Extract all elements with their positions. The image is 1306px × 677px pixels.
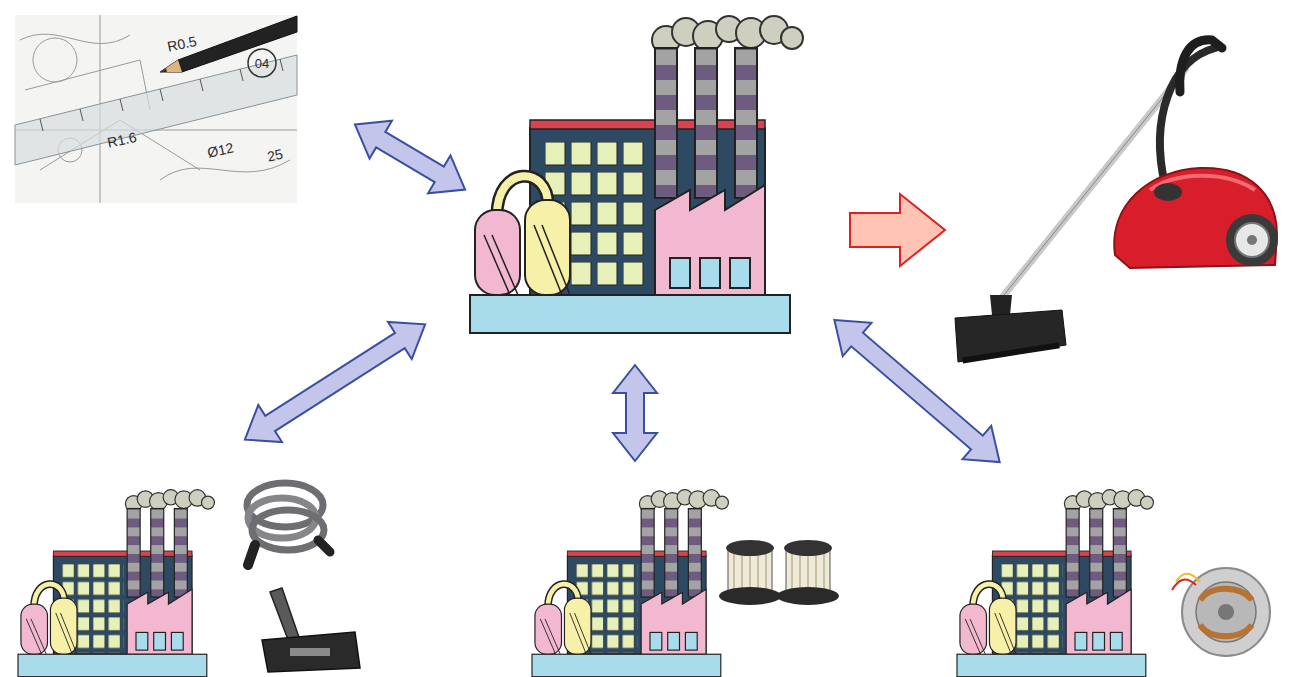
filter-part bbox=[733, 552, 735, 592]
double-arrow bbox=[613, 365, 657, 461]
motor-part bbox=[1196, 582, 1256, 642]
drawing-annotation: 25 bbox=[266, 147, 284, 164]
filter-part bbox=[777, 587, 839, 605]
vacuum-cleaner bbox=[1160, 48, 1215, 185]
filter-part bbox=[741, 552, 743, 592]
motor-part bbox=[1200, 589, 1252, 600]
blueprint-photo bbox=[240, 69, 243, 81]
motor-part bbox=[1182, 568, 1270, 656]
double-arrow bbox=[233, 306, 437, 458]
filter-part bbox=[734, 552, 766, 592]
blueprint-photo bbox=[200, 79, 203, 91]
blueprint-photo bbox=[120, 99, 123, 111]
filter-part bbox=[823, 552, 825, 592]
filter-part bbox=[765, 552, 767, 592]
vacuum-cleaner bbox=[1154, 183, 1182, 201]
hose-part bbox=[247, 483, 330, 565]
double-arrow bbox=[344, 105, 477, 208]
blueprint-photo bbox=[160, 89, 163, 101]
main-factory bbox=[470, 16, 803, 333]
vacuum-cleaner bbox=[955, 40, 1278, 364]
drawing-annotation: Ø12 bbox=[206, 140, 235, 159]
filter-part bbox=[719, 540, 839, 605]
floor-brush-part bbox=[262, 588, 360, 672]
blueprint-photo bbox=[160, 60, 182, 72]
blueprint-photo bbox=[33, 38, 77, 82]
filter-part bbox=[726, 540, 774, 556]
vacuum-cleaner bbox=[1114, 168, 1277, 268]
motor-part bbox=[1176, 574, 1200, 582]
vacuum-cleaner bbox=[990, 295, 1012, 315]
filter-part bbox=[799, 552, 801, 592]
filter-part bbox=[784, 540, 832, 556]
double-arrow bbox=[233, 105, 1014, 478]
blueprint-photo bbox=[80, 109, 83, 121]
motor-part bbox=[1218, 604, 1234, 620]
supplier-factory bbox=[957, 490, 1153, 677]
blueprint-photo bbox=[15, 15, 297, 203]
hose-part bbox=[318, 540, 330, 552]
blueprint-photo bbox=[160, 68, 167, 72]
filter-part bbox=[792, 552, 824, 592]
blueprint-photo bbox=[15, 15, 297, 203]
blueprint-photo bbox=[15, 55, 297, 165]
vacuum-cleaner bbox=[962, 342, 1060, 363]
vacuum-cleaner bbox=[1247, 235, 1257, 245]
drawing-annotation: R0.5 bbox=[166, 34, 198, 54]
floor-brush-part bbox=[262, 632, 360, 672]
motor-part bbox=[1200, 625, 1252, 636]
drawing-annotation: 04 bbox=[255, 57, 269, 70]
filter-part bbox=[807, 552, 809, 592]
vacuum-cleaner bbox=[1235, 223, 1269, 257]
blueprint-photo bbox=[40, 59, 283, 131]
blueprint-photo bbox=[248, 49, 276, 77]
output-arrow bbox=[850, 194, 945, 266]
hose-part bbox=[252, 510, 324, 550]
hose-part bbox=[248, 545, 255, 565]
floor-brush-part bbox=[290, 648, 330, 656]
vacuum-cleaner bbox=[1226, 214, 1278, 266]
vacuum-cleaner bbox=[1180, 40, 1222, 92]
filter-part bbox=[815, 552, 817, 592]
motor-part bbox=[1172, 568, 1270, 656]
filter-part bbox=[749, 552, 751, 592]
blueprint-photo bbox=[20, 34, 130, 43]
supplier-factory bbox=[532, 490, 728, 677]
filter-part bbox=[791, 552, 793, 592]
filter-part bbox=[719, 587, 781, 605]
blueprint-photo bbox=[40, 119, 43, 131]
supplier-factory bbox=[18, 490, 214, 677]
blueprint-photo bbox=[15, 15, 297, 203]
filter-part bbox=[757, 552, 759, 592]
drawing-annotation: R1.6 bbox=[106, 130, 138, 150]
blueprint-photo bbox=[280, 59, 283, 71]
